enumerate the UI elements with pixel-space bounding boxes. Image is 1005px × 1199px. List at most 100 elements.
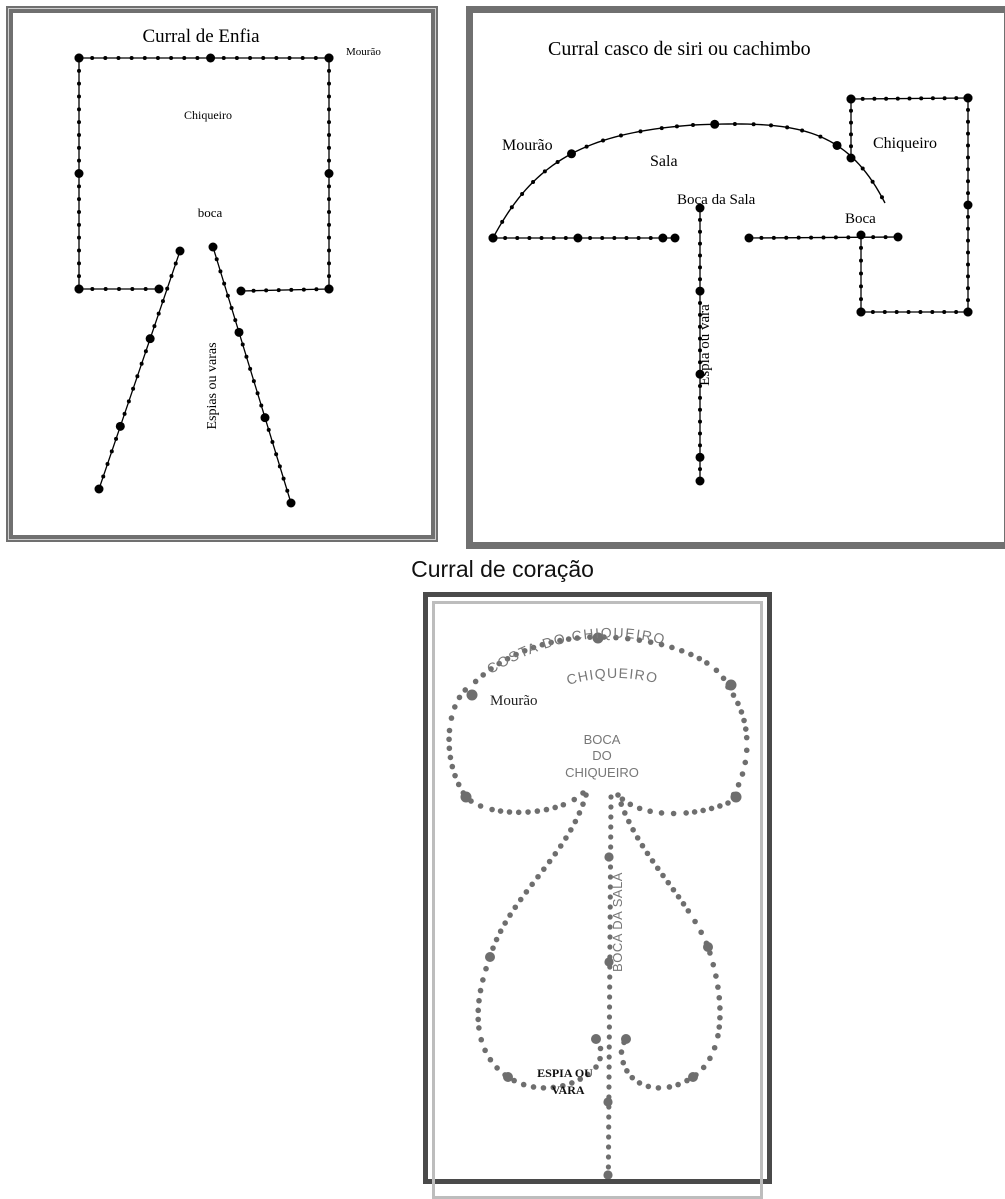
fence-stake — [966, 286, 970, 291]
mourao-post — [592, 632, 604, 644]
fence-stake — [966, 226, 970, 231]
fence-stake — [698, 217, 702, 222]
fence-stake — [741, 717, 747, 724]
coracao-costa-word: COSTA — [484, 639, 540, 677]
fence-stake — [77, 210, 81, 214]
mourao-post — [688, 1072, 698, 1082]
fence-stake — [494, 1065, 500, 1071]
fence-stake — [698, 384, 702, 389]
fence-stake — [483, 965, 489, 972]
fence-stake — [126, 399, 131, 404]
fence-stake — [691, 123, 695, 127]
fence-stake — [785, 125, 790, 130]
fence-stake — [618, 801, 625, 807]
fence-stake — [713, 973, 719, 979]
coracao-boca-line2: DO — [592, 748, 612, 763]
fence-stake — [77, 248, 81, 253]
fence-stake — [277, 464, 282, 469]
fence-stake — [742, 726, 749, 732]
fence-stake — [584, 144, 589, 149]
fence-stake — [624, 1068, 630, 1074]
fence-stake — [214, 257, 219, 262]
mourao-post — [725, 679, 737, 691]
fence-stake — [300, 56, 305, 60]
fence-stake — [698, 443, 702, 448]
fence-stake — [666, 1084, 673, 1090]
fence-stake — [613, 634, 619, 641]
fence-stake — [462, 687, 469, 693]
fence-stake — [587, 634, 593, 640]
fence-stake — [488, 666, 494, 672]
fence-stake — [540, 1085, 547, 1091]
mourao-post — [324, 284, 334, 294]
fence-stake — [327, 133, 331, 137]
siri-mourao-label: Mourão — [502, 137, 553, 154]
mourao-post — [621, 1034, 631, 1044]
fence-stake — [711, 1044, 718, 1051]
fence-stake — [77, 107, 81, 112]
fence-stake — [707, 1055, 713, 1062]
fence-stake — [606, 1064, 612, 1070]
fence-stake — [606, 1014, 613, 1020]
fence-stake — [821, 235, 826, 240]
fence-stake — [129, 56, 134, 60]
fence-stake — [698, 348, 702, 353]
fence-stake — [517, 896, 524, 903]
fence-stake — [665, 879, 672, 886]
fence-stake — [563, 835, 569, 841]
fence-stake — [327, 248, 331, 253]
mourao-post — [236, 286, 246, 296]
mourao-post — [591, 1034, 601, 1044]
mourao-post — [856, 307, 866, 317]
fence-stake — [818, 134, 823, 139]
fence-stake — [696, 655, 703, 662]
fence-stake — [669, 644, 675, 651]
fence-stake — [511, 1077, 517, 1084]
fence-stake — [796, 235, 801, 240]
fence-stake — [448, 715, 455, 721]
fence-stake — [849, 132, 853, 137]
fence-stake — [739, 771, 746, 777]
fence-stake — [698, 312, 702, 317]
fence-stake — [738, 709, 745, 715]
fence-stake — [620, 1059, 627, 1066]
fence-stake — [605, 1154, 612, 1160]
fence-stake — [859, 245, 863, 250]
fence-stake — [287, 56, 292, 60]
fence-stake — [860, 96, 865, 101]
fence-stake — [327, 222, 331, 227]
coracao-mourao-label: Mourão — [490, 693, 538, 709]
fence-stake — [327, 197, 331, 202]
fence-stake — [717, 803, 723, 809]
fence-stake — [607, 874, 614, 880]
fence-stake — [512, 904, 519, 911]
fence-stake — [530, 644, 537, 651]
mourao-post — [695, 452, 705, 462]
fence-stake — [568, 827, 574, 833]
curral-de-enfia-panel: Curral de Enfia Mourão Chiqueiro boca Es… — [6, 6, 438, 542]
fence-stake — [539, 236, 544, 240]
fence-stake — [919, 96, 924, 101]
fence-stake — [846, 235, 851, 240]
fence-stake — [717, 1005, 723, 1011]
fence-stake — [77, 274, 81, 279]
fence-stake — [708, 805, 715, 812]
fence-stake — [879, 195, 884, 200]
fence-stake — [475, 1007, 482, 1014]
fence-stake — [698, 419, 702, 424]
fence-stake — [77, 158, 81, 163]
fence-stake — [557, 843, 564, 849]
fence-stake — [636, 236, 641, 240]
fence-stake — [504, 655, 511, 662]
fence-stake — [327, 210, 331, 214]
fence-stake — [173, 261, 178, 266]
fence-stake — [636, 1080, 643, 1086]
mourao-post — [856, 230, 866, 240]
fence-stake — [117, 287, 121, 291]
fence-stake — [860, 166, 865, 171]
mourao-post — [286, 498, 296, 508]
mourao-post — [744, 233, 754, 243]
siri-sala-label: Sala — [650, 153, 678, 170]
fence-stake — [634, 835, 641, 841]
fence-stake — [530, 1084, 537, 1090]
